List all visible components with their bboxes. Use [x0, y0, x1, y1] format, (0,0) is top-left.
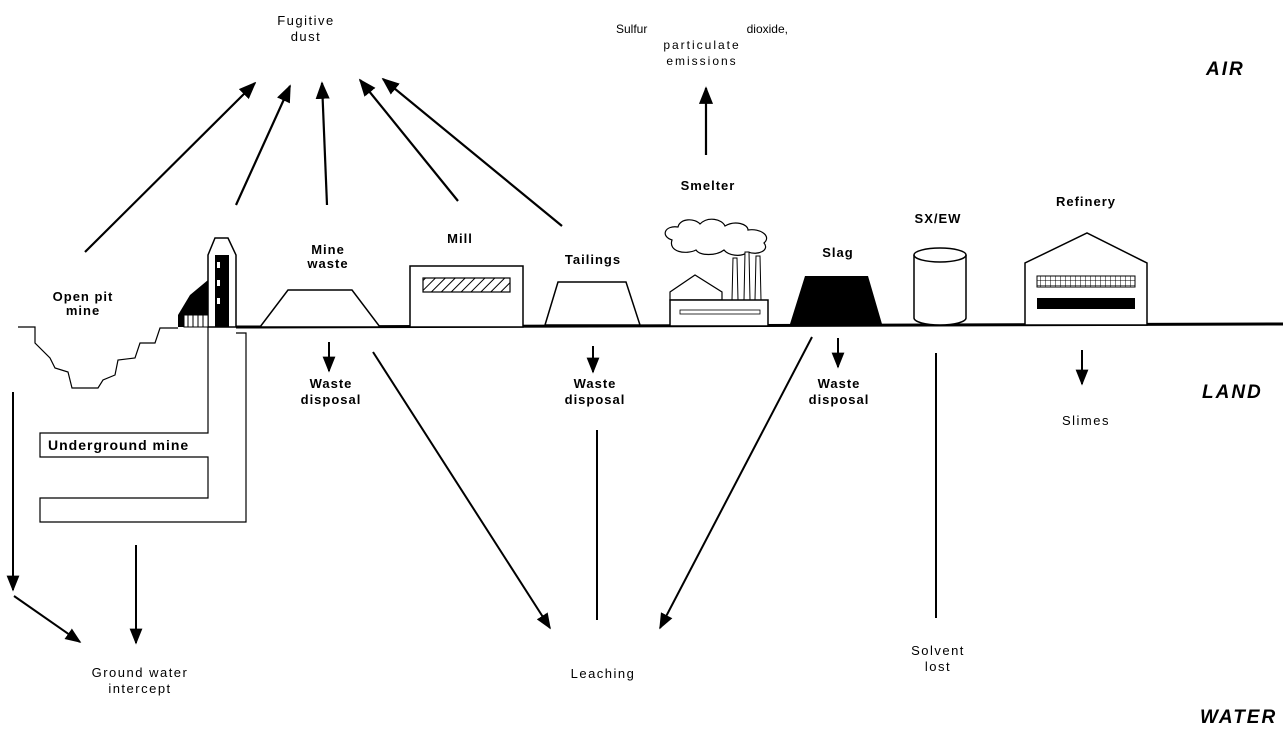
smelter-building: [664, 218, 769, 327]
leaching-arrows: [372, 336, 813, 630]
solvent-lost-label: Solvent lost: [911, 643, 965, 674]
refinery-label: Refinery: [1055, 194, 1117, 209]
fugitive-dust-label: Fugitive dust: [277, 13, 335, 44]
tailings-pile: [543, 281, 642, 326]
dioxide-word: dioxide,: [746, 22, 788, 36]
zone-air: AIR: [1206, 59, 1245, 80]
underground-mine-shape: [39, 327, 247, 523]
emissions-word: emissions: [666, 54, 738, 68]
slag-pile: [790, 276, 882, 324]
sxew-tank: [913, 247, 967, 326]
headframe-icon: [178, 237, 237, 328]
underground-mine-label: Underground mine: [48, 437, 190, 453]
slag-label: Slag: [822, 245, 854, 260]
leaching-label: Leaching: [570, 666, 636, 681]
mill-label: Mill: [447, 231, 473, 246]
disposal-arrows: [322, 338, 1089, 386]
sxew-label: SX/EW: [914, 211, 962, 226]
groundwater-intercept-label: Ground water intercept: [91, 665, 189, 696]
mill-building: [409, 265, 524, 328]
groundwater-arrows: [6, 392, 143, 645]
dust-arrows: [84, 77, 563, 253]
mine-waste-label: Mine waste: [307, 242, 349, 271]
sulfur-word: Sulfur: [616, 22, 648, 36]
refinery-building: [1024, 232, 1148, 326]
smelter-label: Smelter: [680, 178, 736, 193]
waste-disposal-label-1: Waste disposal: [300, 376, 362, 407]
sulfur-dioxide-label: Sulfur dioxide, particulate emissions: [612, 21, 792, 69]
open-pit-mine-shape: [18, 326, 178, 389]
particulate-word: particulate: [663, 38, 741, 52]
mine-waste-pile: [258, 289, 382, 328]
open-pit-mine-label: Open pit mine: [52, 289, 114, 318]
waste-disposal-label-3: Waste disposal: [808, 376, 870, 407]
zone-water: WATER: [1200, 707, 1278, 728]
waste-disposal-label-2: Waste disposal: [564, 376, 626, 407]
tailings-label: Tailings: [564, 252, 622, 267]
zone-land: LAND: [1202, 382, 1263, 403]
slimes-label: Slimes: [1061, 413, 1110, 428]
